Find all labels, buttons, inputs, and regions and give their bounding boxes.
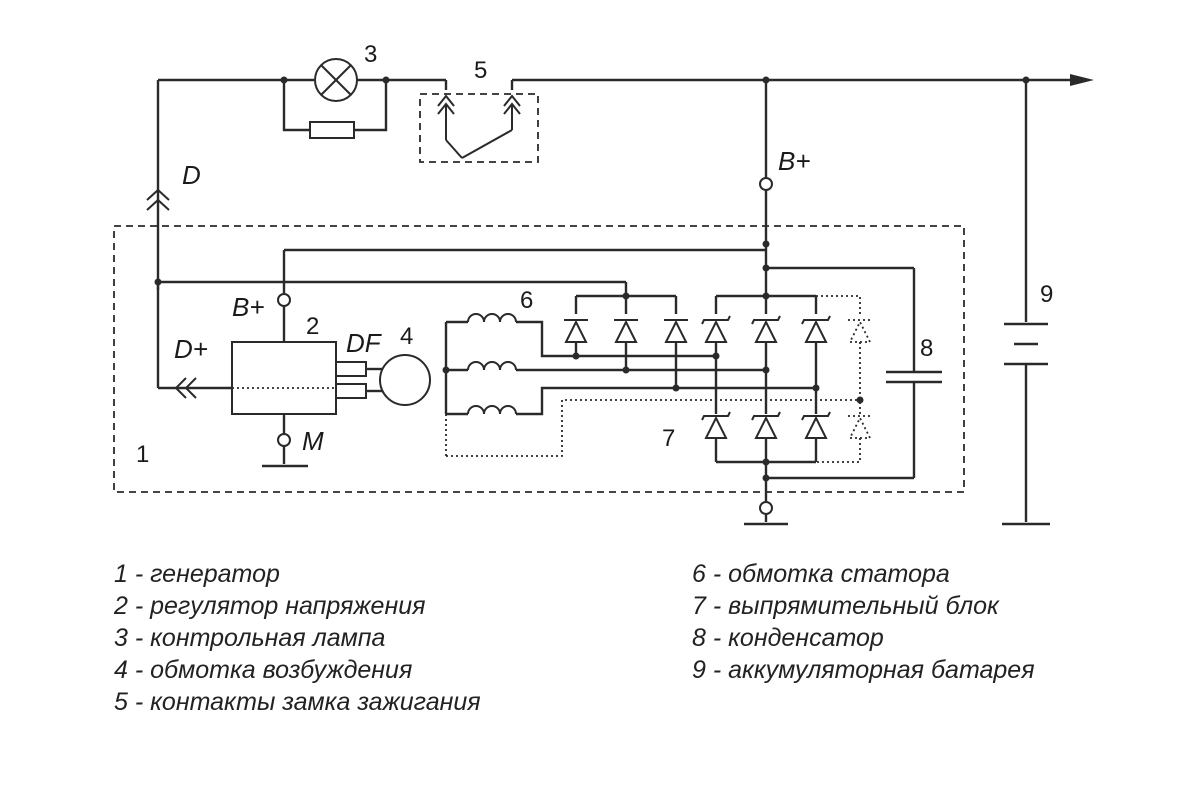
legend-item: 9 - аккумуляторная батарея — [692, 656, 1035, 684]
diode-icon — [664, 319, 688, 343]
rectifier-number: 7 — [662, 425, 675, 452]
m-terminal-label: M — [302, 426, 324, 456]
capacitor-number: 8 — [920, 335, 933, 362]
bplus-regulator-label: B+ — [232, 292, 265, 322]
stator-number: 6 — [520, 287, 533, 314]
top-supply-line — [156, 74, 1094, 290]
zener-diode-icon — [701, 315, 731, 343]
generator-boundary — [113, 225, 965, 493]
legend-left: 1 - генератор 2 - регулятор напряжения 3… — [113, 560, 481, 716]
battery-number: 9 — [1040, 281, 1053, 308]
zener-diode-icon — [701, 411, 731, 439]
control-lamp — [280, 58, 390, 139]
output-arrow-icon — [1070, 74, 1094, 86]
diode-icon — [564, 319, 588, 343]
legend-right: 6 - обмотка статора 7 - выпрямительный б… — [692, 560, 1035, 684]
d-connector-icon — [146, 188, 170, 211]
field-number: 4 — [400, 323, 413, 350]
capacitor — [886, 370, 942, 384]
zener-diode-icon — [751, 411, 781, 439]
df-label: DF — [346, 328, 383, 358]
battery — [1002, 76, 1050, 526]
legend-item: 8 - конденсатор — [692, 624, 884, 652]
dplus-connector-icon — [174, 377, 197, 399]
resistor-icon — [309, 121, 355, 139]
legend-item: 2 - регулятор напряжения — [113, 592, 425, 620]
legend-item: 6 - обмотка статора — [692, 560, 950, 588]
coil-icon — [467, 313, 517, 323]
legend-item: 3 - контрольная лампа — [114, 624, 385, 652]
bplus-main-terminal — [759, 76, 773, 268]
optional-diode-icon — [848, 319, 872, 343]
field-winding — [335, 354, 431, 406]
legend-item: 4 - обмотка возбуждения — [114, 656, 412, 684]
ignition-switch — [419, 80, 539, 163]
legend-item: 1 - генератор — [114, 560, 280, 588]
coil-icon — [467, 361, 517, 371]
legend-item: 7 - выпрямительный блок — [692, 592, 1000, 620]
dplus-label: D+ — [174, 334, 208, 364]
zener-diode-icon — [751, 315, 781, 343]
switch-number: 5 — [474, 57, 487, 84]
coil-icon — [467, 405, 517, 415]
rectifier-block — [564, 268, 872, 526]
generator-number: 1 — [136, 441, 149, 468]
optional-diode-icon — [848, 415, 872, 439]
diode-icon — [614, 319, 638, 343]
d-terminal-label: D — [182, 160, 201, 190]
zener-diode-icon — [801, 315, 831, 343]
lamp-number: 3 — [364, 41, 377, 68]
legend-item: 5 - контакты замка зажигания — [114, 688, 481, 716]
voltage-regulator — [231, 293, 337, 468]
field-coil-icon — [379, 354, 431, 406]
bplus-main-label: B+ — [778, 146, 811, 176]
internal-wiring — [154, 248, 916, 480]
regulator-number: 2 — [306, 313, 319, 340]
stator-winding — [442, 313, 860, 457]
zener-diode-icon — [801, 411, 831, 439]
